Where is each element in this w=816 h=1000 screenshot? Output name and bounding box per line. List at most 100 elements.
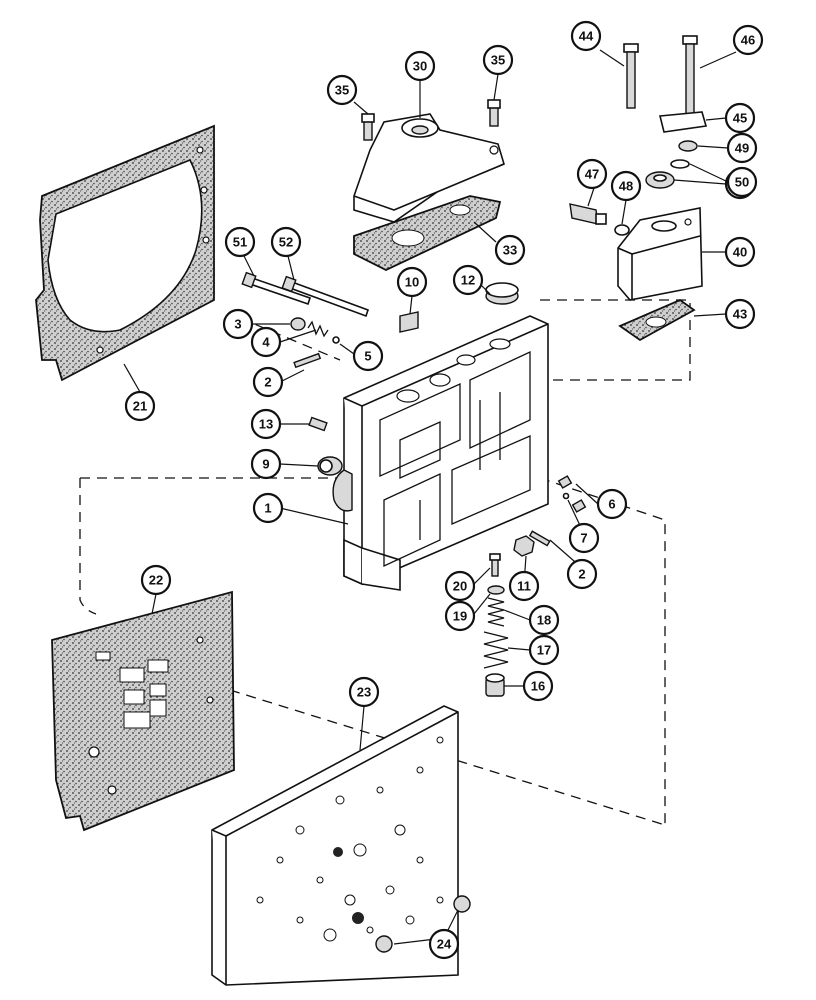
bolts-44-46 (623, 35, 698, 115)
callout-44: 44 (570, 20, 602, 52)
callout-2-upper: 2 (252, 366, 284, 398)
svg-text:2: 2 (264, 375, 271, 390)
svg-text:35: 35 (335, 83, 349, 98)
callout-24: 24 (428, 928, 460, 960)
pin-13 (308, 416, 328, 432)
callout-48: 48 (610, 170, 642, 202)
svg-text:6: 6 (608, 497, 615, 512)
svg-text:48: 48 (619, 179, 633, 194)
svg-text:50: 50 (735, 175, 749, 190)
svg-text:21: 21 (133, 399, 147, 414)
clamp-45 (658, 111, 708, 133)
callout-5: 5 (352, 340, 384, 372)
svg-text:16: 16 (531, 679, 545, 694)
svg-text:19: 19 (453, 609, 467, 624)
sensor-47 (569, 203, 630, 236)
callout-13: 13 (250, 408, 282, 440)
callout-12: 12 (452, 264, 484, 296)
callout-3: 3 (222, 308, 254, 340)
cover-30 (353, 113, 505, 223)
callout-2-lower: 2 (566, 558, 598, 590)
svg-text:12: 12 (461, 273, 475, 288)
sleeve-9 (317, 456, 343, 476)
callout-19: 19 (444, 600, 476, 632)
svg-text:18: 18 (537, 613, 551, 628)
svg-text:46: 46 (741, 33, 755, 48)
svg-text:43: 43 (733, 307, 747, 322)
callout-20: 20 (444, 570, 476, 602)
callout-45: 45 (724, 102, 756, 134)
callout-10: 10 (396, 266, 428, 298)
pin-2-lower (528, 530, 551, 547)
callout-16: 16 (522, 670, 554, 702)
svg-text:52: 52 (279, 235, 293, 250)
svg-text:1: 1 (264, 501, 271, 516)
gasket-22 (51, 590, 235, 832)
callout-47: 47 (576, 158, 608, 190)
seals-49-50-41 (645, 140, 698, 189)
callout-50: 50 (726, 166, 758, 198)
callout-6: 6 (596, 488, 628, 520)
callout-18: 18 (528, 604, 560, 636)
callout-46: 46 (732, 24, 764, 56)
callout-35-left: 35 (326, 74, 358, 106)
screws-6-ball-7 (557, 475, 587, 513)
svg-text:2: 2 (578, 567, 585, 582)
callout-30: 30 (404, 50, 436, 82)
svg-text:30: 30 (413, 59, 427, 74)
svg-text:49: 49 (735, 141, 749, 156)
leader-lines (123, 49, 737, 945)
svg-text:17: 17 (537, 643, 551, 658)
svg-text:47: 47 (585, 167, 599, 182)
callout-49: 49 (726, 132, 758, 164)
svg-text:20: 20 (453, 579, 467, 594)
gasket-33 (353, 195, 502, 272)
callout-1: 1 (252, 492, 284, 524)
plug-10 (399, 311, 419, 333)
callout-23: 23 (348, 676, 380, 708)
callout-43: 43 (724, 298, 756, 330)
plate-23 (211, 705, 459, 986)
callout-40: 40 (724, 236, 756, 268)
gasket-21 (35, 124, 215, 382)
svg-text:22: 22 (149, 573, 163, 588)
callout-17: 17 (528, 634, 560, 666)
pin-2-upper (293, 352, 322, 369)
gasket-43 (618, 298, 696, 342)
svg-text:35: 35 (491, 53, 505, 68)
svg-text:3: 3 (234, 317, 241, 332)
housing-40 (617, 207, 703, 301)
pressure-valve-parts (483, 553, 509, 697)
svg-text:10: 10 (405, 275, 419, 290)
callout-7: 7 (568, 522, 600, 554)
callout-52: 52 (270, 226, 302, 258)
svg-text:51: 51 (233, 235, 247, 250)
valve-body-1 (332, 315, 549, 591)
callout-21: 21 (124, 390, 156, 422)
svg-text:7: 7 (580, 531, 587, 546)
callout-9: 9 (250, 448, 282, 480)
svg-text:5: 5 (364, 349, 371, 364)
svg-text:44: 44 (579, 29, 594, 44)
svg-text:13: 13 (259, 417, 273, 432)
alignment-lines (79, 299, 691, 826)
svg-text:11: 11 (517, 579, 531, 594)
callout-33: 33 (494, 234, 526, 266)
bolts-51-52 (241, 271, 370, 318)
sleeve-12 (485, 282, 519, 305)
callout-4: 4 (250, 326, 282, 358)
check-valve-parts-3-4-5 (290, 317, 340, 344)
svg-text:45: 45 (733, 111, 747, 126)
svg-text:9: 9 (262, 457, 269, 472)
callout-51: 51 (224, 226, 256, 258)
svg-text:4: 4 (262, 335, 270, 350)
screws-24 (375, 895, 471, 953)
callout-11: 11 (508, 570, 540, 602)
callout-22: 22 (140, 564, 172, 596)
svg-text:23: 23 (357, 685, 371, 700)
svg-text:33: 33 (503, 243, 517, 258)
svg-text:24: 24 (437, 937, 452, 952)
callout-35-right: 35 (482, 44, 514, 76)
svg-text:40: 40 (733, 245, 747, 260)
